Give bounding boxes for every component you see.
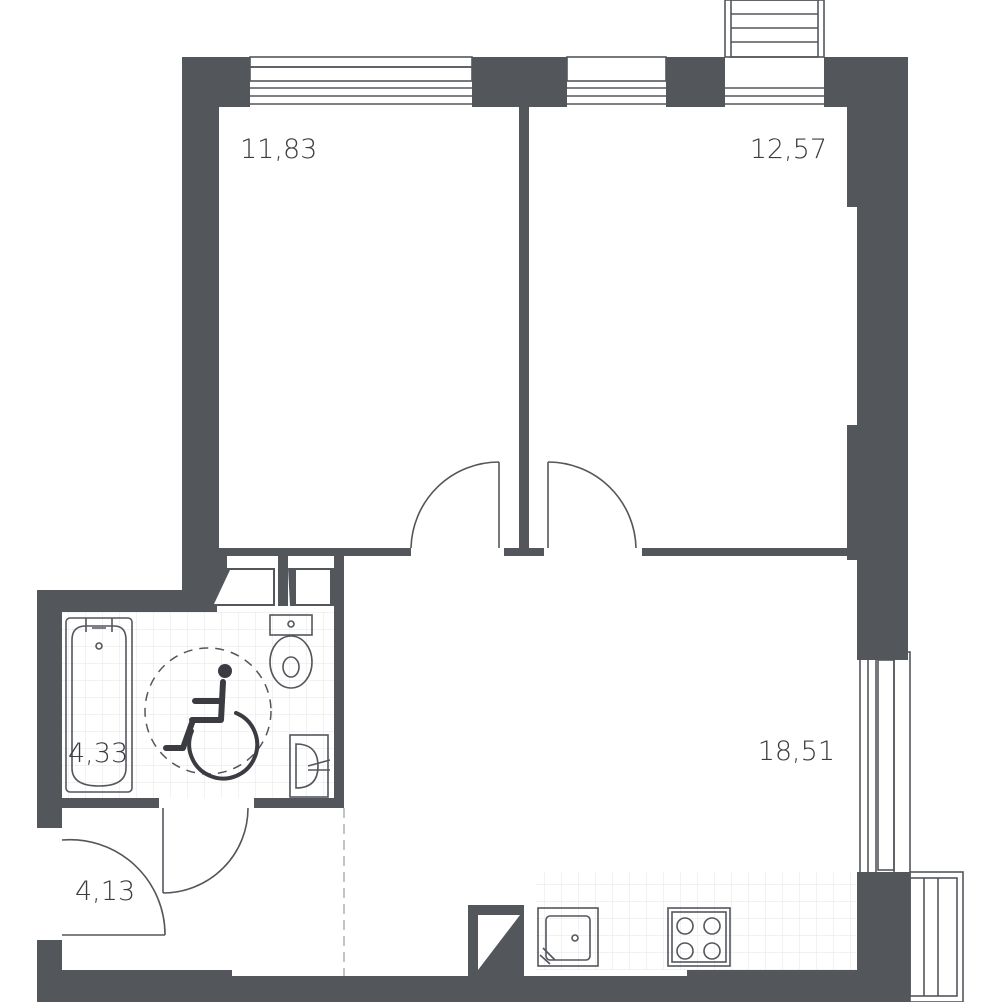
- balcony-top: [724, 0, 825, 58]
- toilet: [269, 614, 313, 689]
- washbasin: [289, 734, 331, 798]
- balcony-right: [909, 871, 964, 1002]
- windows: [244, 56, 911, 877]
- area-label-bedroom-2: 12,57: [750, 134, 827, 165]
- kitchen-tile-zone: [536, 872, 856, 970]
- wheelchair-icon: [144, 647, 272, 781]
- area-label-kitchen-living: 18,51: [758, 736, 835, 767]
- doors: [61, 461, 637, 976]
- stove: [667, 907, 731, 967]
- interior-walls: [37, 107, 857, 976]
- area-label-hallway: 4,13: [75, 876, 135, 907]
- area-label-bathroom: 4,33: [68, 738, 128, 769]
- exterior-walls: [37, 57, 910, 1002]
- area-label-bedroom-1: 11,83: [240, 134, 317, 165]
- bathtub: [65, 617, 133, 793]
- kitchen-sink: [537, 907, 599, 967]
- closet-niches: [208, 568, 520, 970]
